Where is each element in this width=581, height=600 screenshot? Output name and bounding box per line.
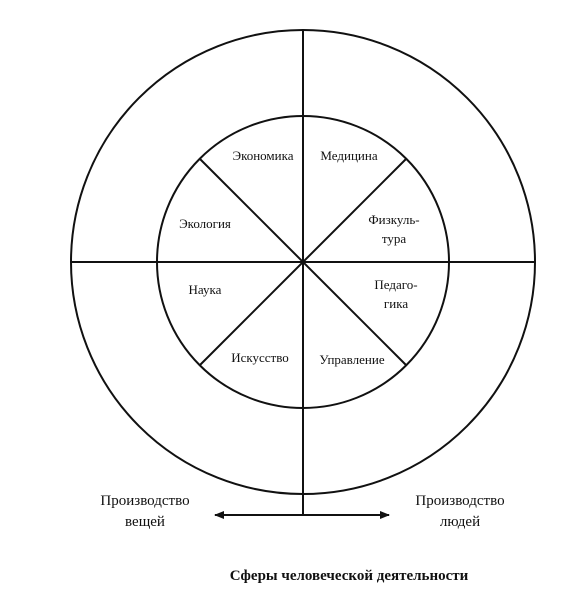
sector-pedagogy-line1: Педаго- bbox=[374, 277, 417, 292]
diagram-caption: Сферы человеческой деятельности bbox=[230, 568, 469, 584]
sector-science: Наука bbox=[189, 282, 222, 297]
sector-art: Искусство bbox=[231, 350, 289, 365]
right-label-line1: Производство bbox=[415, 493, 504, 509]
sector-management: Управление bbox=[319, 352, 384, 367]
diagonal-divider-2 bbox=[199, 158, 407, 366]
right-label-line2: людей bbox=[440, 514, 480, 530]
left-label-line1: Производство bbox=[100, 493, 189, 509]
sector-ecology: Экология bbox=[179, 216, 231, 231]
sector-physical-culture-line1: Физкуль- bbox=[368, 212, 419, 227]
sector-pedagogy-line2: гика bbox=[384, 296, 408, 311]
sector-physical-culture-line2: тура bbox=[382, 231, 407, 246]
sector-medicine: Медицина bbox=[320, 148, 377, 163]
sector-economics: Экономика bbox=[232, 148, 293, 163]
left-label-line2: вещей bbox=[125, 514, 165, 530]
